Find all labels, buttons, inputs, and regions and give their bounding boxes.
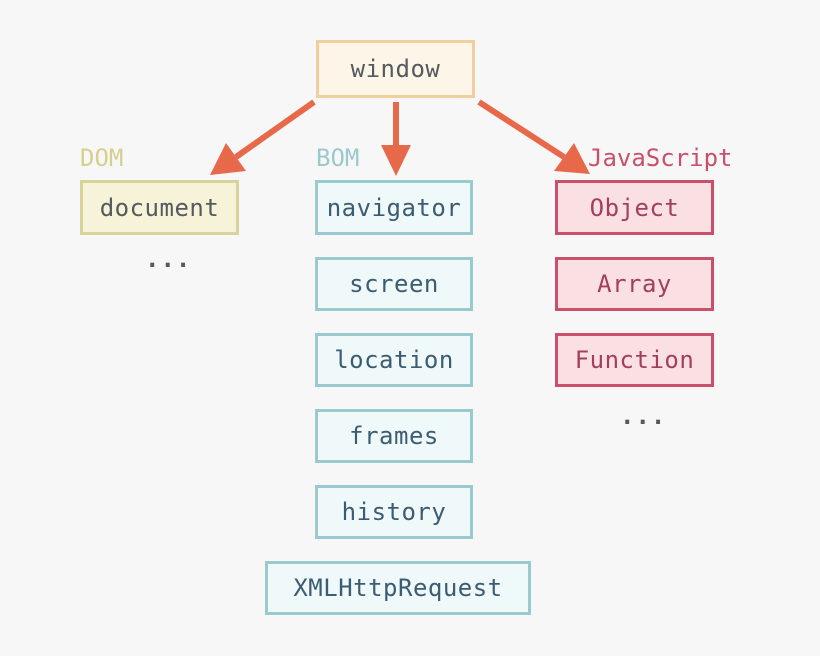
dom-more-ellipsis: ... <box>145 245 192 273</box>
bom-group-label: BOM <box>316 144 360 172</box>
location-node: location <box>315 333 473 387</box>
window-node: window <box>316 40 475 98</box>
xmlhttprequest-node: XMLHttpRequest <box>265 561 531 615</box>
object-node: Object <box>555 180 714 235</box>
screen-node: screen <box>315 257 473 311</box>
arrowhead-javascript <box>554 143 590 174</box>
function-node: Function <box>555 333 714 387</box>
arrowhead-bom <box>381 145 411 176</box>
javascript-group-label: JavaScript <box>588 144 733 172</box>
arrow-to-javascript <box>477 99 566 160</box>
javascript-more-ellipsis: ... <box>620 402 667 430</box>
navigator-node: navigator <box>315 180 473 235</box>
frames-node: frames <box>315 409 473 463</box>
dom-group-label: DOM <box>80 144 124 172</box>
array-node: Array <box>555 257 714 311</box>
document-node: document <box>80 180 239 235</box>
history-node: history <box>315 485 473 539</box>
arrow-to-dom <box>234 99 316 160</box>
arrowhead-dom <box>210 143 246 175</box>
